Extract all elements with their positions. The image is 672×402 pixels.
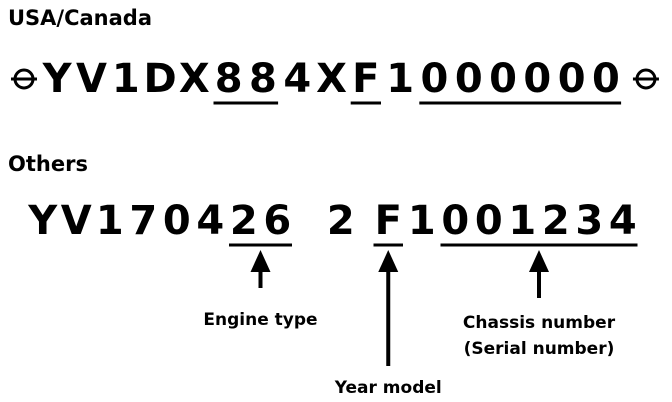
vin-usa-char: X: [179, 56, 210, 102]
vin-others-char: 4: [196, 198, 224, 244]
callout-arrow: [250, 250, 271, 288]
vin-usa-char: 4: [283, 56, 311, 102]
vin-usa-char: 1: [386, 56, 414, 102]
vin-others-char: 2: [230, 198, 258, 244]
vin-usa-char: 0: [592, 56, 620, 102]
vin-others-char: 0: [475, 198, 503, 244]
vin-usa-char: 0: [455, 56, 483, 102]
callout-arrow: [529, 250, 549, 298]
vin-usa-char: 0: [489, 56, 517, 102]
vin-end-symbol-icon: [632, 68, 659, 90]
vin-others-char: 1: [508, 198, 536, 244]
vin-others-char: 7: [129, 198, 157, 244]
vin-usa-char: 0: [421, 56, 449, 102]
vin-others-char: 3: [575, 198, 603, 244]
vin-usa-char: 8: [249, 56, 277, 102]
callout-label-line2: (Serial number): [464, 339, 615, 359]
callout-arrow: [378, 250, 399, 366]
vin-others-char: 1: [408, 198, 436, 244]
vin-others-char: 2: [327, 198, 355, 244]
vin-others-char: 6: [263, 198, 291, 244]
vin-others-char: 1: [96, 198, 124, 244]
vin-others-char: 0: [441, 198, 469, 244]
vin-usa-char: 0: [558, 56, 586, 102]
vin-others-char: 4: [609, 198, 637, 244]
vin-start-symbol-icon: [11, 68, 37, 90]
vin-others-char: 2: [542, 198, 570, 244]
vin-usa-char: 1: [112, 56, 140, 102]
callout-label: Engine type: [203, 310, 317, 330]
vin-others-char: Y: [27, 198, 58, 244]
vin-usa-char: Y: [42, 56, 73, 102]
vin-usa-char: 8: [215, 56, 243, 102]
others-heading: Others: [8, 152, 88, 176]
vin-usa-char: V: [76, 56, 107, 102]
vin-usa-char: X: [316, 56, 347, 102]
vin-others-char: F: [375, 198, 402, 244]
vin-usa-char: D: [143, 56, 176, 102]
vin-usa-char: F: [352, 56, 379, 102]
callout-label: Year model: [334, 378, 442, 398]
vin-usa-char: 0: [523, 56, 551, 102]
vin-others-char: V: [61, 198, 92, 244]
callout-label: Chassis number: [463, 313, 616, 333]
vin-others-char: 0: [163, 198, 191, 244]
usa-canada-heading: USA/Canada: [8, 6, 153, 30]
